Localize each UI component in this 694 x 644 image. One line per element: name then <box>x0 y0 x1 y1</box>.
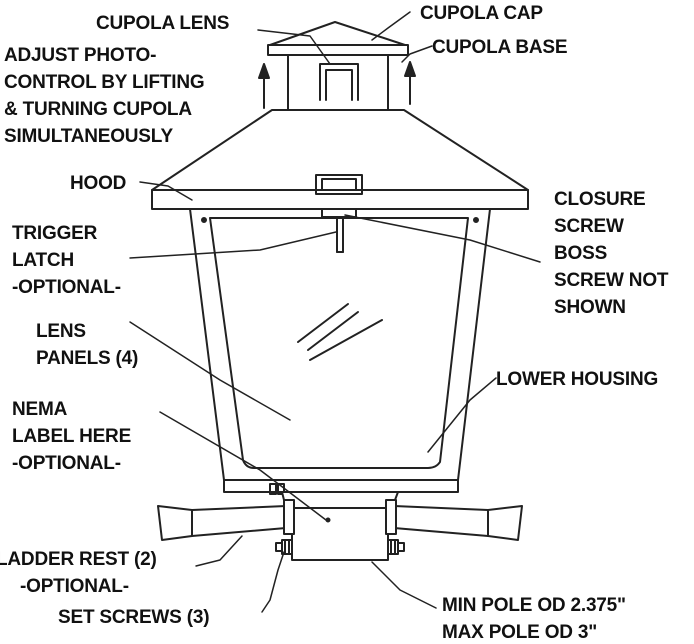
pole-fitter <box>275 491 405 561</box>
set-screw-right <box>387 539 405 555</box>
trigger-latch <box>321 208 357 253</box>
hood <box>151 109 529 210</box>
label-set-screws: SET SCREWS (3) <box>58 607 210 628</box>
leader-lines <box>129 11 541 613</box>
cupola-lens-window <box>319 63 359 101</box>
cupola-body <box>287 54 389 111</box>
set-screw-left <box>275 539 293 555</box>
label-cupola-cap: CUPOLA CAP <box>420 3 543 24</box>
label-cupola-lens: CUPOLA LENS <box>96 13 230 34</box>
label-lower-housing: LOWER HOUSING <box>496 369 659 390</box>
label-closure-screw-boss: CLOSURE SCREW BOSS SCREW NOT SHOWN <box>554 189 669 318</box>
ladder-rest-left <box>157 499 295 541</box>
ladder-rest-right <box>385 499 523 541</box>
lift-arrows <box>258 61 416 109</box>
label-cupola-base: CUPOLA BASE <box>432 37 568 58</box>
label-adjust-photocontrol: ADJUST PHOTO- CONTROL BY LIFTING & TURNI… <box>4 45 205 147</box>
lower-housing <box>189 208 491 495</box>
label-nema: NEMA LABEL HERE -OPTIONAL- <box>12 399 132 474</box>
label-ladder-rest: LADDER REST (2) -OPTIONAL- <box>0 549 157 597</box>
cupola-cap <box>267 21 409 56</box>
nema-marker <box>325 517 331 523</box>
label-lens-panels: LENS PANELS (4) <box>36 321 139 369</box>
label-pole-od: MIN POLE OD 2.375" MAX POLE OD 3" <box>442 595 626 643</box>
label-hood: HOOD <box>70 173 127 194</box>
lens-panel <box>209 217 469 469</box>
label-trigger-latch: TRIGGER LATCH -OPTIONAL- <box>12 223 121 298</box>
